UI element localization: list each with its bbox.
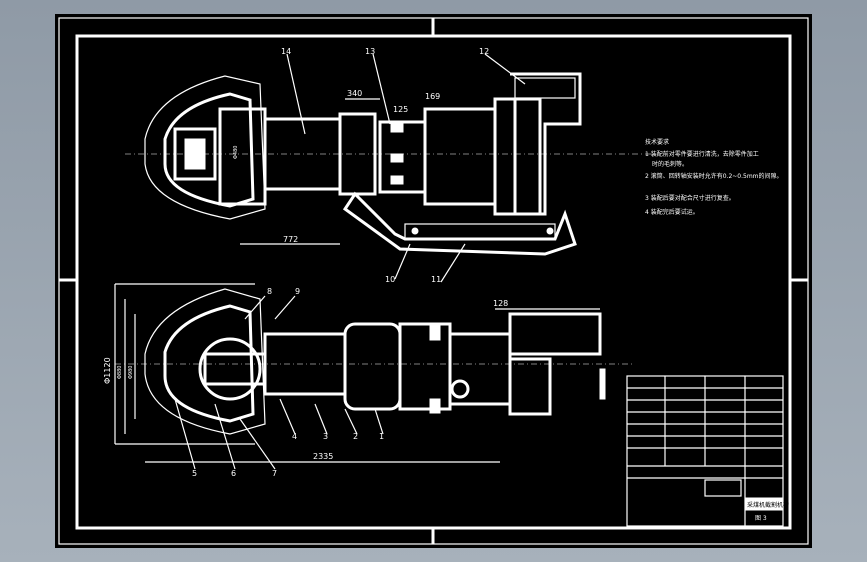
leader-11 bbox=[440, 243, 466, 283]
top-arm-10 bbox=[342, 191, 577, 256]
top-pin-b bbox=[546, 227, 554, 235]
label-13: 13 bbox=[365, 47, 375, 56]
bottom-end-stop bbox=[599, 368, 606, 400]
bottom-drum-ring bbox=[198, 337, 262, 401]
dim-dia-880: Φ880 bbox=[117, 366, 123, 379]
leader-13 bbox=[372, 53, 391, 125]
drawing-viewport[interactable]: 772 340 125 169 Φ480 14 13 12 10 11 128 bbox=[55, 14, 812, 548]
leader-10 bbox=[394, 243, 411, 280]
leader-4 bbox=[279, 398, 296, 435]
leader-5 bbox=[174, 398, 196, 470]
top-body bbox=[513, 97, 542, 216]
dim-2335: 2335 bbox=[313, 452, 333, 461]
leader-3 bbox=[314, 403, 328, 435]
notes-line1b: 时的毛刺等。 bbox=[652, 160, 688, 168]
label-3: 3 bbox=[323, 432, 328, 441]
top-front-housing bbox=[144, 75, 266, 220]
leader-1 bbox=[374, 408, 384, 435]
cad-drawing: 772 340 125 169 Φ480 14 13 12 10 11 128 bbox=[58, 17, 809, 545]
dim-125: 125 bbox=[393, 105, 408, 114]
top-front-shell bbox=[163, 92, 255, 208]
top-gear-case bbox=[218, 107, 267, 206]
bottom-body bbox=[448, 332, 512, 406]
notes-line1: 1 装配前对零件要进行清洗，去除零件加工 bbox=[645, 150, 759, 158]
label-7: 7 bbox=[272, 469, 277, 478]
notes-line3: 3 装配后要对配合尺寸进行复查。 bbox=[645, 194, 735, 202]
tb-sheet: 图 3 bbox=[755, 515, 767, 522]
technical-notes: 技术要求 1 装配前对零件要进行清洗，去除零件加工 时的毛刺等。 2 滚筒、回转… bbox=[645, 138, 783, 216]
label-5: 5 bbox=[192, 469, 197, 478]
label-12: 12 bbox=[479, 47, 489, 56]
bottom-reducer bbox=[398, 322, 452, 411]
top-cylinder-14 bbox=[263, 117, 342, 191]
tb-drawing-name: 采煤机截割机构 bbox=[747, 501, 789, 509]
dim-frame-ticks bbox=[115, 283, 255, 445]
leader-14 bbox=[286, 53, 306, 135]
bottom-view: 128 Φ1120 Φ880 Φ980 2335 8 9 5 6 7 4 3 2… bbox=[103, 283, 635, 478]
label-6: 6 bbox=[231, 469, 236, 478]
leader-6 bbox=[214, 403, 236, 470]
dim-dia-1120: Φ1120 bbox=[103, 357, 112, 384]
bottom-drum-axle bbox=[203, 352, 267, 386]
bottom-front-housing bbox=[144, 288, 266, 435]
label-11: 11 bbox=[431, 275, 441, 284]
dim-frame-inner bbox=[124, 299, 136, 434]
label-4: 4 bbox=[292, 432, 297, 441]
dim-dia-980: Φ980 bbox=[128, 366, 134, 379]
label-10: 10 bbox=[385, 275, 395, 284]
title-block: 采煤机截割机构 图 3 bbox=[626, 375, 789, 527]
top-bolt-a bbox=[390, 123, 404, 133]
bottom-pin bbox=[450, 379, 470, 399]
bottom-arm-lower bbox=[508, 357, 552, 416]
bottom-bolt-a bbox=[429, 325, 441, 341]
notes-line4: 4 装配完后要试运。 bbox=[645, 208, 699, 216]
bottom-front-shell bbox=[163, 304, 255, 423]
top-flange bbox=[493, 97, 517, 216]
bottom-arm-upper bbox=[508, 312, 602, 356]
tb-name-cell bbox=[744, 497, 784, 511]
leader-8 bbox=[244, 295, 266, 320]
leader-12 bbox=[484, 53, 526, 85]
label-8: 8 bbox=[267, 287, 272, 296]
dim-772: 772 bbox=[283, 235, 298, 244]
leader-9 bbox=[274, 295, 296, 320]
top-arm-11 bbox=[404, 223, 556, 240]
bottom-motor bbox=[343, 322, 402, 411]
dim-169: 169 bbox=[425, 92, 440, 101]
top-view: 772 340 125 169 Φ480 14 13 12 10 11 bbox=[125, 47, 655, 284]
top-bolt-b bbox=[390, 153, 404, 163]
label-9: 9 bbox=[295, 287, 300, 296]
dim-128: 128 bbox=[493, 299, 508, 308]
top-drum-hub bbox=[173, 127, 217, 181]
tb-material-box bbox=[704, 479, 742, 497]
top-pin-a bbox=[411, 227, 419, 235]
top-bracket-box bbox=[514, 77, 576, 99]
top-bracket-12 bbox=[510, 72, 582, 216]
top-connector bbox=[338, 112, 377, 196]
dim-top-dia: Φ480 bbox=[233, 146, 239, 159]
notes-line2: 2 滚筒、回转轴安装时允许有0.2~0.5mm的间隙。 bbox=[645, 172, 783, 180]
label-2: 2 bbox=[353, 432, 358, 441]
bottom-bolt-b bbox=[429, 398, 441, 414]
top-reducer bbox=[423, 107, 497, 206]
dim-340: 340 bbox=[347, 89, 362, 98]
label-1: 1 bbox=[379, 432, 384, 441]
top-drum-core bbox=[184, 138, 206, 170]
top-bolt-c bbox=[390, 175, 404, 185]
leader-7 bbox=[239, 418, 276, 470]
label-14: 14 bbox=[281, 47, 291, 56]
notes-title: 技术要求 bbox=[645, 138, 669, 146]
leader-2 bbox=[344, 408, 358, 435]
